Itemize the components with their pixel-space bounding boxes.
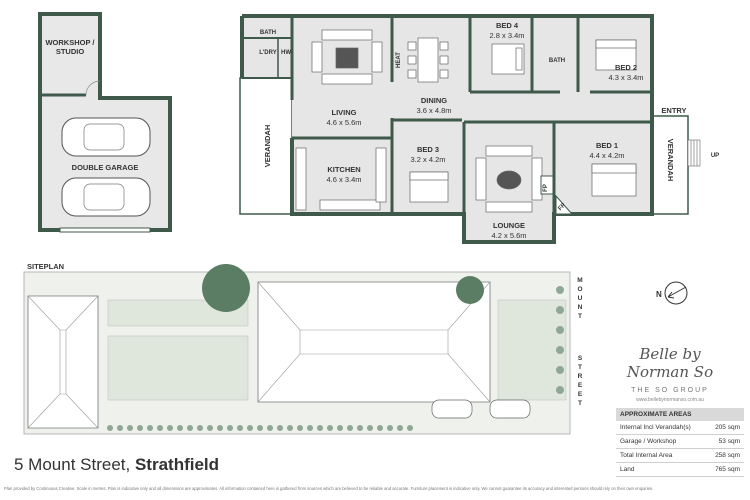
- garage-label: DOUBLE GARAGE: [72, 163, 139, 172]
- dining-dim: 3.6 x 4.8m: [416, 106, 451, 115]
- svg-text:T: T: [578, 313, 582, 320]
- lounge-dim: 4.2 x 5.6m: [491, 231, 526, 240]
- bath2-label: BATH: [549, 58, 565, 64]
- entry-label: ENTRY: [661, 106, 686, 115]
- living-label: LIVING: [331, 108, 356, 117]
- living-furniture: [311, 29, 383, 85]
- areas-row: Garage / Workshop 53 sqm: [616, 435, 744, 449]
- svg-text:U: U: [578, 295, 583, 302]
- areas-row: Internal Incl Verandah(s) 205 sqm: [616, 421, 744, 435]
- disclaimer: Plan provided by Continuous Creative. Sc…: [4, 486, 654, 491]
- bed1-label: BED 1: [596, 141, 618, 150]
- svg-text:R: R: [578, 373, 583, 380]
- areas-row: Land 765 sqm: [616, 463, 744, 477]
- kitchen-fittings: [295, 147, 387, 211]
- fireplace-2: [555, 194, 574, 215]
- bed-3: [409, 171, 449, 203]
- bed-4: [491, 43, 525, 75]
- svg-text:N: N: [578, 304, 583, 311]
- compass-label: N: [656, 290, 662, 299]
- svg-text:M: M: [577, 277, 582, 284]
- bed3-label: BED 3: [417, 145, 439, 154]
- fp1-label: FP: [543, 184, 549, 192]
- bed3-dim: 3.2 x 4.2m: [410, 155, 445, 164]
- fp2-label: FP: [557, 202, 567, 212]
- car-bottom: [61, 177, 151, 217]
- areas-row-label: Garage / Workshop: [620, 438, 677, 445]
- areas-row-value: 205 sqm: [715, 424, 740, 431]
- tree-large: [202, 264, 250, 312]
- svg-text:S: S: [578, 355, 583, 362]
- verandah-left-label: VERANDAH: [263, 125, 272, 168]
- kitchen-label: KITCHEN: [327, 165, 360, 174]
- lounge-label: LOUNGE: [493, 221, 525, 230]
- dining-table: [407, 37, 449, 83]
- areas-header: APPROXIMATE AREAS: [616, 408, 744, 421]
- bath1-label: BATH: [260, 30, 276, 36]
- house: BATH L'DRY HW LIVING 4.6 x 5.6m HEAT DIN…: [239, 14, 719, 244]
- hw-label: HW: [281, 50, 291, 56]
- bed4-dim: 2.8 x 3.4m: [489, 31, 524, 40]
- tree-medium: [456, 276, 484, 304]
- areas-row-value: 53 sqm: [718, 438, 740, 445]
- svg-text:E: E: [578, 382, 583, 389]
- hedge-row: [107, 286, 564, 431]
- brand-script: Belle by Norman So: [626, 345, 714, 381]
- car-top: [61, 117, 151, 157]
- areas-row-label: Internal Incl Verandah(s): [620, 424, 691, 431]
- areas-row-value: 258 sqm: [715, 452, 740, 459]
- approximate-areas-table: APPROXIMATE AREAS Internal Incl Verandah…: [616, 408, 744, 477]
- workshop-label-line2: STUDIO: [56, 47, 85, 56]
- brand-group: THE SO GROUP: [631, 387, 709, 394]
- svg-text:T: T: [578, 400, 582, 407]
- svg-text:T: T: [578, 364, 582, 371]
- bed1-dim: 4.4 x 4.2m: [589, 151, 624, 160]
- bed2-dim: 4.3 x 3.4m: [608, 73, 643, 82]
- svg-text:E: E: [578, 391, 583, 398]
- bed2-label: BED 2: [615, 63, 637, 72]
- areas-row: Total Internal Area 258 sqm: [616, 449, 744, 463]
- siteplan-title: SITEPLAN: [27, 262, 65, 271]
- garage-building: WORKSHOP / STUDIO DOUBLE GARAGE: [38, 12, 172, 233]
- north-compass: N: [656, 281, 688, 305]
- entry-steps: [687, 139, 701, 167]
- address-suburb: Strathfield: [134, 455, 220, 474]
- brand-logo: Belle by Norman So THE SO GROUP www.bell…: [610, 345, 730, 403]
- heat-label: HEAT: [396, 52, 402, 68]
- svg-text:O: O: [577, 286, 582, 293]
- bed4-label: BED 4: [496, 21, 519, 30]
- bed-2: [595, 39, 637, 71]
- brand-web: www.bellebynormanso.com.au: [636, 397, 704, 403]
- ldry-label: L'DRY: [259, 50, 277, 56]
- bed-1: [591, 163, 637, 197]
- areas-row-label: Total Internal Area: [620, 452, 673, 459]
- kitchen-dim: 4.6 x 3.4m: [326, 175, 361, 184]
- dining-label: DINING: [421, 96, 447, 105]
- fireplace-1: [540, 175, 554, 195]
- verandah-right-label: VERANDAH: [666, 139, 675, 182]
- lounge-furniture: [475, 145, 543, 213]
- areas-row-value: 765 sqm: [715, 466, 740, 473]
- up-label: UP: [711, 153, 719, 159]
- living-dim: 4.6 x 5.6m: [326, 118, 361, 127]
- address-street: 5 Mount Street,: [14, 455, 131, 474]
- property-address: 5 Mount Street, Strathfield: [14, 455, 219, 475]
- areas-row-label: Land: [620, 466, 635, 473]
- workshop-label-line1: WORKSHOP /: [45, 38, 95, 47]
